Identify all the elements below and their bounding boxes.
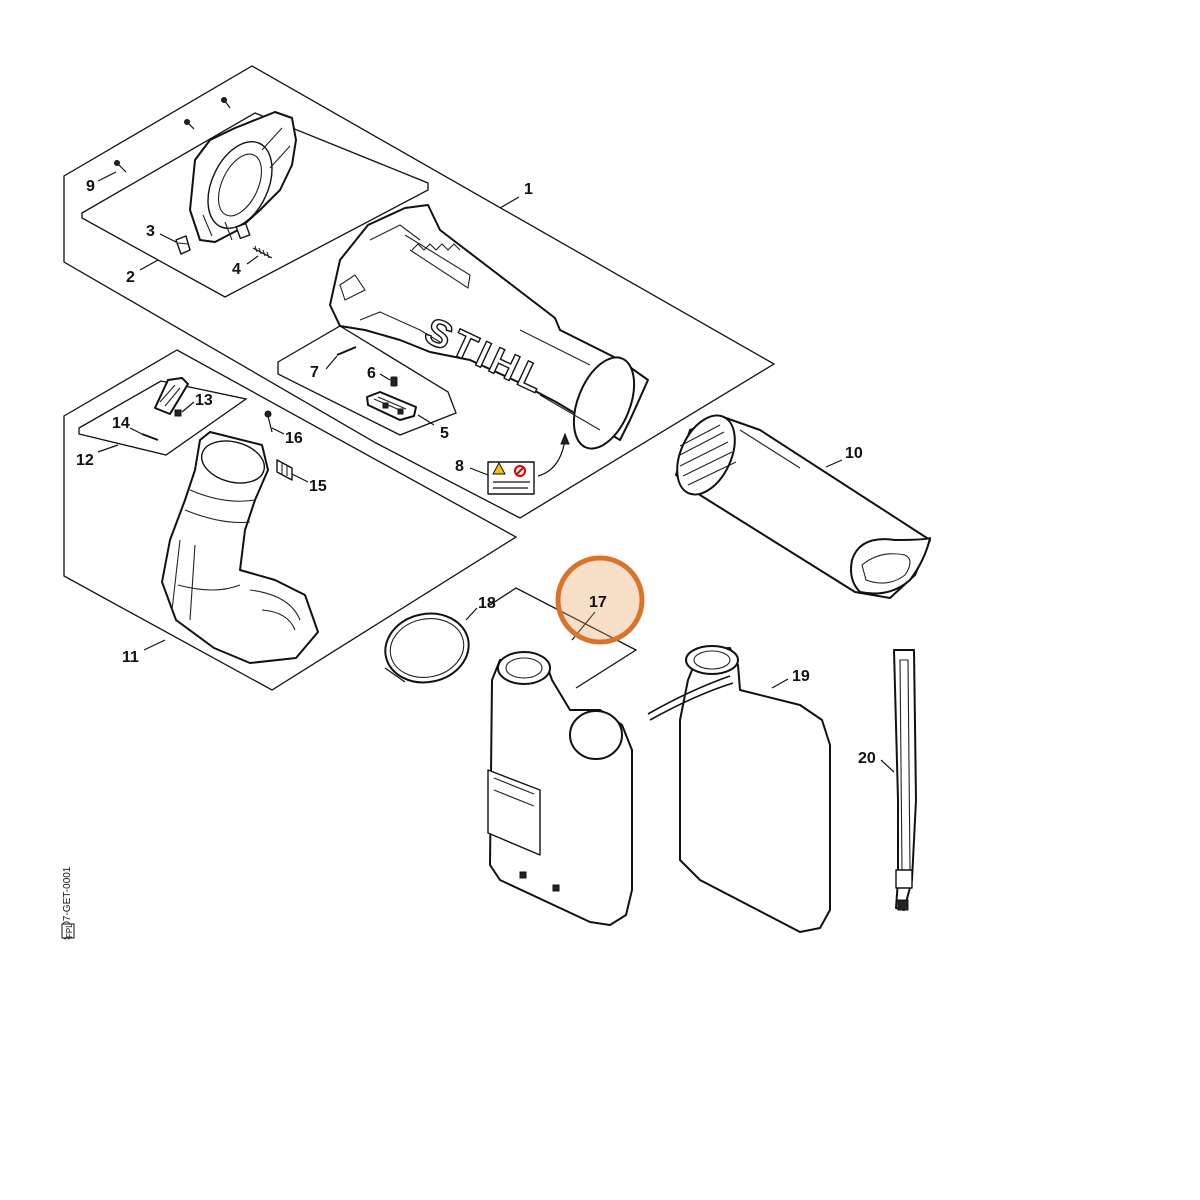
strap-part-20 [893, 649, 917, 911]
clip-part-3 [175, 235, 191, 255]
callout-9[interactable]: 9 [86, 178, 95, 195]
callout-11[interactable]: 11 [122, 649, 139, 666]
callout-7[interactable]: 7 [310, 364, 319, 381]
bracket-part-15 [276, 459, 293, 481]
callout-8[interactable]: 8 [455, 458, 464, 475]
assembly-frame-1 [63, 65, 776, 519]
pin-part-14 [141, 433, 159, 441]
blower-housing-part-1: STIHL [329, 204, 649, 450]
screw-part-9 [114, 97, 231, 173]
handle-part-13 [154, 377, 189, 415]
drawing-number: SA07-GET-0001 [62, 866, 73, 940]
callout-14[interactable]: 14 [112, 415, 130, 432]
assembly-frame-17 [489, 587, 638, 689]
warning-label-part-8 [487, 432, 570, 495]
elbow-part-11 [161, 431, 319, 664]
callout-5[interactable]: 5 [440, 425, 449, 442]
latch-part-5 [366, 391, 417, 421]
assembly-frame-2 [81, 112, 429, 298]
callout-2[interactable]: 2 [126, 269, 135, 286]
callout-19[interactable]: 19 [792, 668, 810, 685]
callout-18[interactable]: 18 [478, 595, 496, 612]
callout-13[interactable]: 13 [195, 392, 213, 409]
highlight-circle[interactable] [555, 555, 645, 645]
callout-4[interactable]: 4 [232, 261, 241, 278]
callout-10[interactable]: 10 [845, 445, 863, 462]
nozzle-tube-part-10 [675, 414, 931, 599]
screw-part-6 [390, 376, 398, 387]
spring-part-4 [252, 245, 273, 259]
callout-labels: 1 2 3 4 5 6 7 8 9 10 11 12 13 14 15 16 1… [76, 178, 876, 767]
housing-flange-part-2 [189, 111, 297, 243]
drawing-code: FPL [65, 923, 74, 938]
pin-part-7 [336, 346, 357, 356]
callout-17[interactable]: 17 [589, 594, 607, 611]
callout-20[interactable]: 20 [858, 750, 876, 767]
callout-3[interactable]: 3 [146, 223, 155, 240]
callout-15[interactable]: 15 [309, 478, 327, 495]
screw-part-16 [264, 410, 273, 433]
callout-1[interactable]: 1 [524, 181, 533, 198]
leader-lines [97, 171, 895, 773]
canister-part-17 [487, 651, 633, 926]
screw-part-13b [174, 409, 182, 417]
callout-16[interactable]: 16 [285, 430, 303, 447]
canister-part-19 [647, 645, 831, 933]
assembly-frame-12 [78, 380, 248, 456]
callout-12[interactable]: 12 [76, 452, 94, 469]
callout-6[interactable]: 6 [367, 365, 376, 382]
clamp-ring-part-18 [384, 612, 470, 684]
assembly-frame-11 [63, 349, 518, 691]
